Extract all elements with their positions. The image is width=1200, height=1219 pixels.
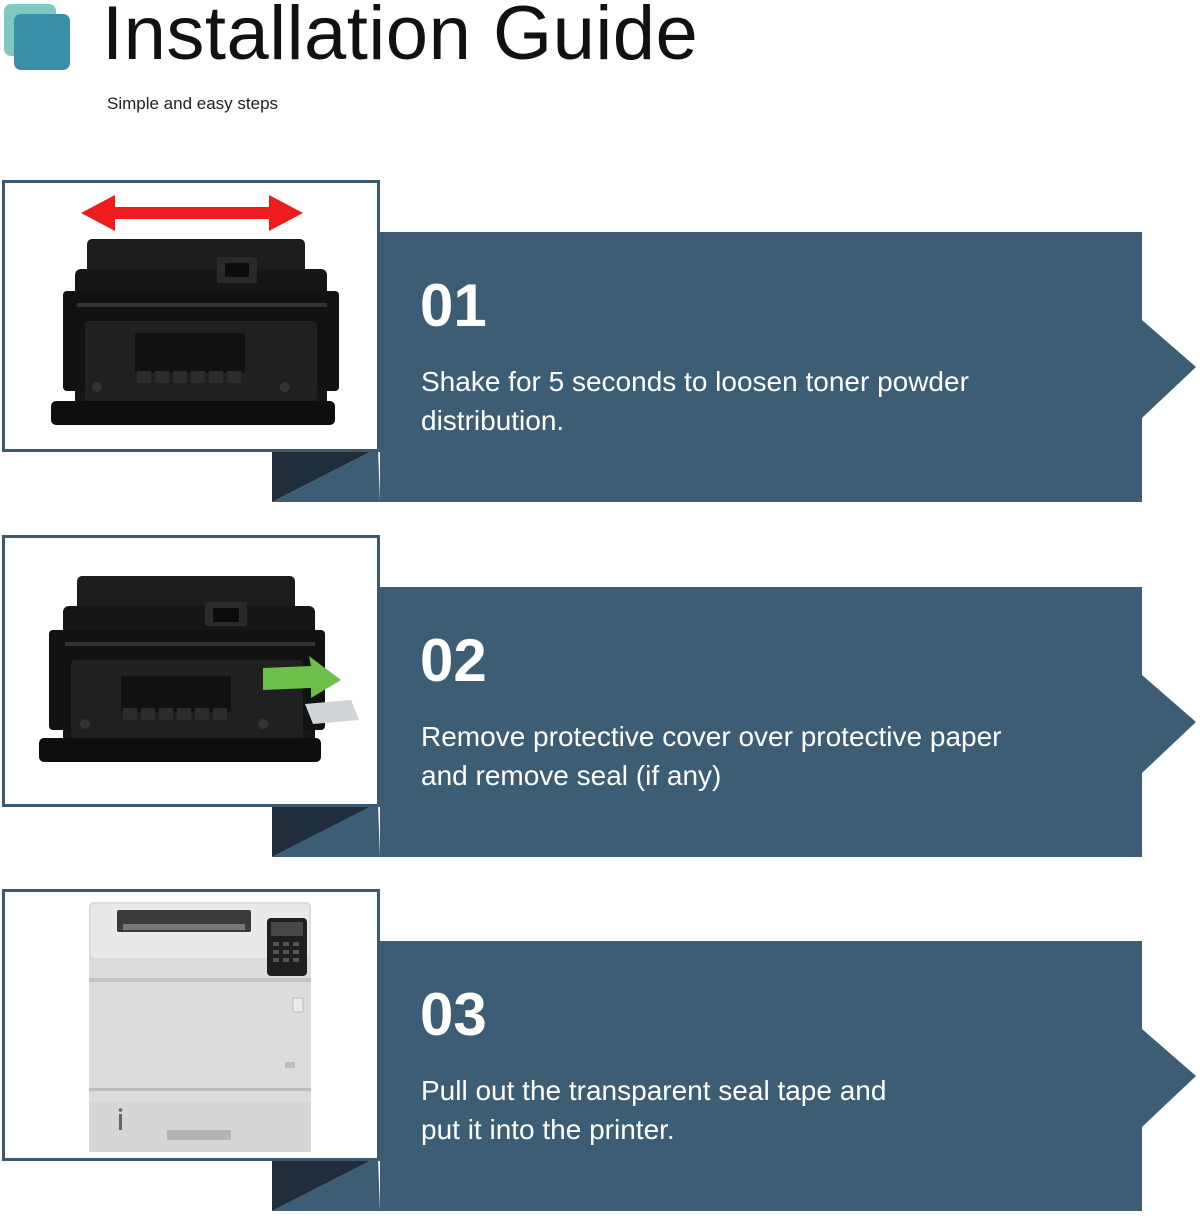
step-description-line: Remove protective cover over protective … [421,721,1002,752]
pull-arrow-icon [263,656,341,698]
page-title: Installation Guide [102,0,699,76]
step-banner [272,941,1196,1211]
shake-arrow-icon [81,195,303,231]
toner-cartridge-icon [51,239,339,425]
seal-tape-icon [305,700,359,724]
step-description-line: and remove seal (if any) [421,760,722,791]
step-number: 03 [420,981,487,1048]
step-description-line: put it into the printer. [421,1114,675,1145]
logo-squares-icon [4,4,70,70]
step-banner [272,587,1196,857]
printer-icon [89,902,311,1152]
step-description: Shake for 5 seconds to loosen toner powd… [421,362,1121,440]
toner-cartridge-shake-photo [2,180,380,452]
laser-printer-photo [2,889,380,1161]
page-subtitle: Simple and easy steps [107,94,279,113]
step-number: 01 [420,272,487,339]
step-description-line: Shake for 5 seconds to loosen toner powd… [421,366,969,397]
toner-cartridge-seal-photo [2,535,380,807]
step-number: 02 [420,627,487,694]
step-03: 03 Pull out the transparent seal tape an… [0,889,1200,1219]
step-description: Pull out the transparent seal tape and p… [421,1071,1121,1149]
step-description-line: Pull out the transparent seal tape and [421,1075,887,1106]
step-description-line: distribution. [421,405,565,436]
toner-cartridge-icon [39,576,325,762]
step-02: 02 Remove protective cover over protecti… [0,535,1200,865]
step-banner [272,232,1196,502]
step-01: 01 Shake for 5 seconds to loosen toner p… [0,180,1200,510]
step-description: Remove protective cover over protective … [421,717,1121,795]
